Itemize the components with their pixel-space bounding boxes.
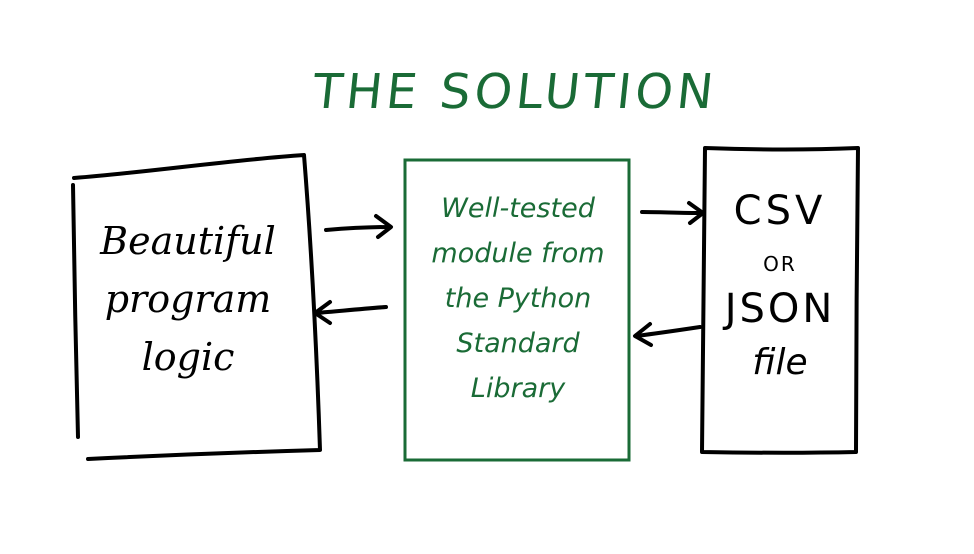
middle-box: [403, 158, 631, 462]
arrow-right-to-middle: [633, 322, 702, 347]
left-box-line: Beautiful: [100, 219, 276, 263]
middle-box-line: the Python: [444, 283, 592, 314]
right-box-file: file: [752, 342, 808, 383]
right-box-csv: CSV: [733, 188, 827, 234]
arrow-middle-to-right: [640, 201, 705, 225]
left-box-text: Beautiful program logic: [78, 212, 298, 386]
middle-box-line: module from: [431, 238, 605, 269]
right-box-json: JSON: [724, 286, 836, 332]
left-box-line: logic: [141, 335, 235, 379]
arrow-middle-to-left: [313, 300, 388, 325]
middle-box-line: Library: [470, 373, 566, 404]
right-box-or: OR: [763, 252, 797, 276]
right-box: [700, 146, 860, 455]
left-box: [71, 153, 322, 461]
middle-box-line: Standard: [456, 328, 580, 359]
left-box-line: program: [104, 277, 272, 321]
arrow-left-to-middle: [324, 214, 393, 239]
middle-box-line: Well-tested: [441, 193, 595, 224]
middle-box-text: Well-tested module from the Python Stand…: [412, 186, 624, 411]
diagram-title: THE SOLUTION: [310, 64, 720, 120]
